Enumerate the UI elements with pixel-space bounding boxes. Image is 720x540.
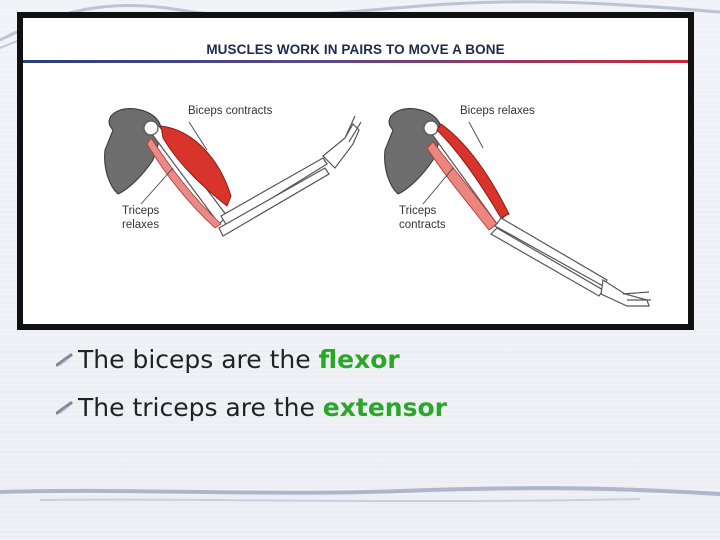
left-hand: [322, 123, 360, 169]
bullet-list: The biceps are the flexor The triceps ar…: [56, 340, 447, 436]
left-triceps: [146, 137, 222, 229]
bullet-icon: [56, 353, 73, 367]
bullet-item-triceps: The triceps are the extensor: [56, 388, 447, 436]
left-arm-flexed: [104, 108, 362, 237]
arm-illustration: [104, 108, 651, 307]
bullet-keyword: extensor: [322, 393, 447, 422]
bullet-keyword: flexor: [318, 345, 400, 374]
muscle-figure: MUSCLES WORK IN PAIRS TO MOVE A BONE: [17, 12, 694, 330]
right-triceps: [426, 141, 498, 231]
figure-title: MUSCLES WORK IN PAIRS TO MOVE A BONE: [206, 42, 505, 57]
left-ulna: [218, 167, 330, 237]
bullet-text: The biceps are the: [78, 345, 311, 374]
bottom-decorative-stroke: [0, 486, 720, 503]
right-triceps-label: Triceps contracts: [399, 204, 446, 232]
right-arm-extended: [384, 108, 651, 307]
bullet-icon: [56, 401, 73, 415]
left-biceps: [160, 125, 232, 207]
left-biceps-label: Biceps contracts: [188, 105, 273, 117]
right-ulna: [490, 227, 604, 297]
right-triceps-label-line2: contracts: [399, 219, 446, 231]
right-triceps-label-line1: Triceps: [399, 205, 437, 217]
figure-canvas: MUSCLES WORK IN PAIRS TO MOVE A BONE: [23, 18, 688, 324]
left-triceps-label: Triceps relaxes: [122, 204, 159, 232]
title-divider: [23, 60, 688, 63]
left-triceps-label-line2: relaxes: [122, 219, 160, 231]
right-biceps-label: Biceps relaxes: [460, 105, 535, 117]
left-radius: [220, 157, 328, 227]
bullet-text: The triceps are the: [78, 393, 315, 422]
bullet-item-biceps: The biceps are the flexor: [56, 340, 447, 388]
right-radius: [494, 217, 608, 287]
left-triceps-label-line1: Triceps: [122, 205, 160, 217]
